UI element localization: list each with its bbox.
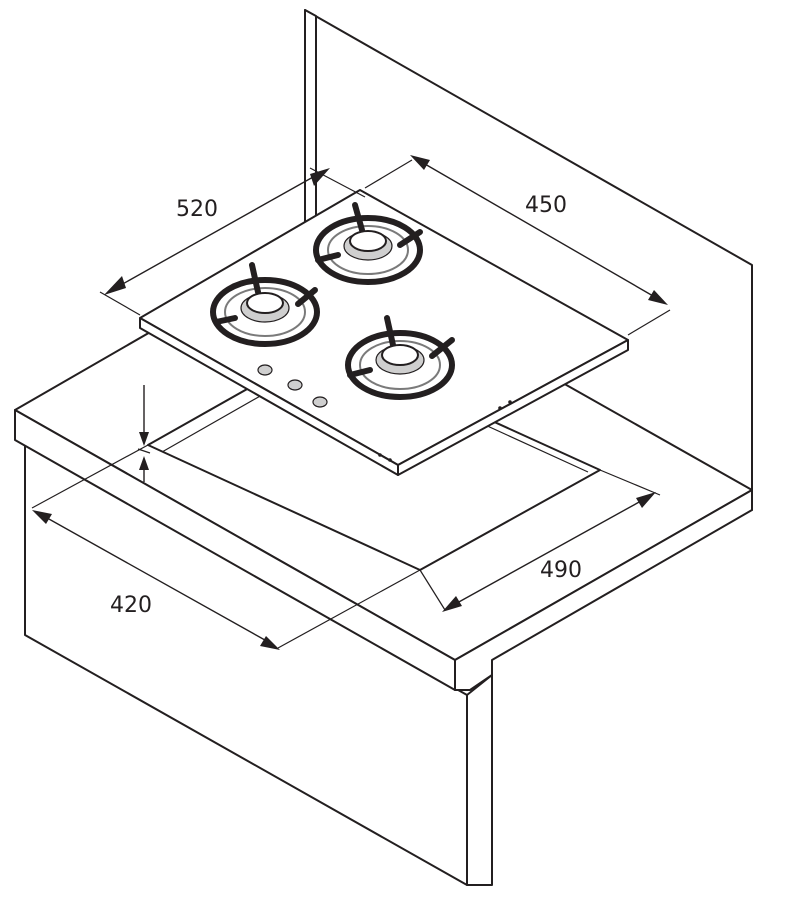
control-knobs [257, 364, 328, 408]
dimension-thickness [137, 385, 151, 482]
back-wall [304, 9, 753, 511]
burner-left [210, 262, 320, 347]
hob [139, 189, 629, 476]
dimension-label-420: 420 [110, 593, 152, 618]
dimension-490: 490 [419, 469, 661, 612]
dimension-label-450: 450 [525, 193, 567, 218]
dimension-520: 520 [99, 167, 366, 316]
burner-right [345, 315, 455, 400]
burner-back [313, 202, 423, 285]
control-indicators [378, 400, 512, 462]
dimension-420: 420 [31, 444, 421, 650]
dimension-450: 450 [364, 155, 671, 336]
dimension-label-520: 520 [176, 197, 218, 222]
dimension-label-490: 490 [540, 558, 582, 583]
